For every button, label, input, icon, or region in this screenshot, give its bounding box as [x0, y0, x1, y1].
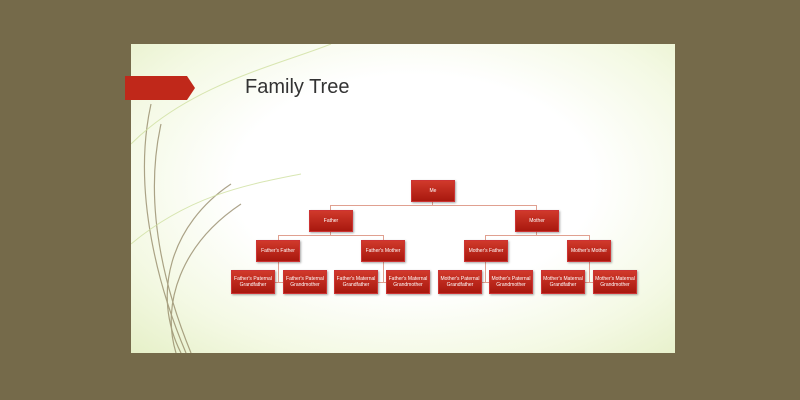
node-great-grandparent[interactable]: Mother's Paternal Grandfather [438, 270, 482, 294]
node-great-grandparent[interactable]: Father's Paternal Grandmother [283, 270, 327, 294]
node-mothers-mother[interactable]: Mother's Mother [567, 240, 611, 262]
connector-line [275, 282, 283, 283]
node-great-grandparent[interactable]: Mother's Maternal Grandfather [541, 270, 585, 294]
connector-line [485, 235, 486, 240]
connector-line [278, 235, 383, 236]
node-mother[interactable]: Mother [515, 210, 559, 232]
connector-line [383, 262, 384, 282]
node-great-grandparent[interactable]: Father's Maternal Grandmother [386, 270, 430, 294]
connector-line [589, 235, 590, 240]
slide [131, 44, 675, 353]
connector-line [485, 262, 486, 282]
connector-line [485, 235, 589, 236]
connector-line [330, 205, 537, 206]
connector-line [278, 235, 279, 240]
connector-line [383, 235, 384, 240]
title-arrow-tab [125, 76, 195, 100]
connector-line [432, 201, 433, 205]
connector-line [589, 262, 590, 282]
connector-line [536, 231, 537, 235]
node-great-grandparent[interactable]: Father's Maternal Grandfather [334, 270, 378, 294]
node-great-grandparent[interactable]: Mother's Paternal Grandmother [489, 270, 533, 294]
node-father[interactable]: Father [309, 210, 353, 232]
connector-line [585, 282, 593, 283]
connector-line [330, 231, 331, 235]
connector-line [536, 205, 537, 210]
node-me[interactable]: Me [411, 180, 455, 202]
node-great-grandparent[interactable]: Father's Paternal Grandfather [231, 270, 275, 294]
connector-line [278, 262, 279, 282]
slide-title: Family Tree [245, 76, 350, 98]
node-great-grandparent[interactable]: Mother's Maternal Grandmother [593, 270, 637, 294]
node-fathers-mother[interactable]: Father's Mother [361, 240, 405, 262]
connector-line [378, 282, 386, 283]
decorative-swirl-lines [131, 44, 332, 353]
node-fathers-father[interactable]: Father's Father [256, 240, 300, 262]
connector-line [330, 205, 331, 210]
node-mothers-father[interactable]: Mother's Father [464, 240, 508, 262]
connector-line [482, 282, 489, 283]
